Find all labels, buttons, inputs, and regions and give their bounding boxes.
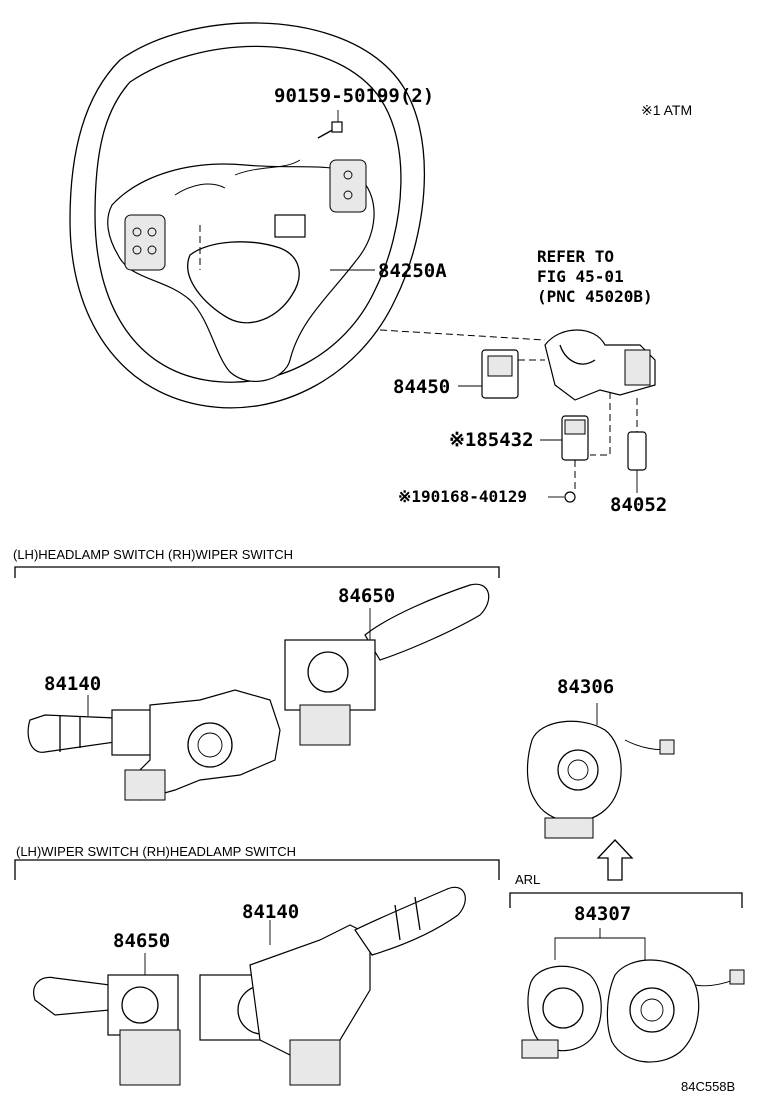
spiral-cable-84306-illustration xyxy=(526,703,675,839)
part-number-84052[interactable]: 84052 xyxy=(610,494,668,516)
leader-84307 xyxy=(554,928,646,960)
switch-85432-illustration xyxy=(540,392,611,490)
switch-84450-illustration xyxy=(458,349,545,399)
atm-note: ※1 ATM xyxy=(641,102,693,118)
lower-group-bracket xyxy=(14,859,500,880)
refer-line-1: REFER TO xyxy=(537,247,615,266)
part-number-84450[interactable]: 84450 xyxy=(393,376,451,398)
combination-switch-column xyxy=(544,329,656,401)
part-number-headlamp-lower[interactable]: 84140 xyxy=(242,901,300,923)
group-label-upper: (LH)HEADLAMP SWITCH (RH)WIPER SWITCH xyxy=(13,547,293,562)
figure-id: 84C558B xyxy=(681,1079,736,1094)
refer-line-3: (PNC 45020B) xyxy=(537,287,653,306)
headlamp-switch-upper-illustration xyxy=(27,689,281,801)
steering-wheel-illustration xyxy=(69,22,546,409)
refer-line-2: FIG 45-01 xyxy=(537,267,624,286)
switch-84052-illustration xyxy=(627,398,647,493)
wiper-switch-upper-illustration xyxy=(284,583,490,746)
part-number-screw[interactable]: 90159-50199(2) xyxy=(274,85,435,107)
part-number-wiper-upper[interactable]: 84650 xyxy=(338,585,396,607)
spiral-cable-84307-illustration xyxy=(521,959,745,1063)
part-number-steering-wheel[interactable]: 84250A xyxy=(378,260,447,282)
upper-group-bracket xyxy=(14,566,500,578)
up-arrow xyxy=(596,839,634,881)
part-number-wiper-lower[interactable]: 84650 xyxy=(113,930,171,952)
part-number-bolt[interactable]: ※190168-40129 xyxy=(398,487,527,506)
headlamp-switch-lower-illustration xyxy=(199,886,466,1086)
arl-bracket xyxy=(509,892,743,908)
part-number-85432[interactable]: ※185432 xyxy=(449,429,534,451)
bolt-illustration xyxy=(548,491,576,503)
refer-note: REFER TO FIG 45-01 (PNC 45020B) xyxy=(537,247,653,307)
part-number-84307[interactable]: 84307 xyxy=(574,903,632,925)
group-label-arl: ARL xyxy=(515,872,541,887)
screw-illustration xyxy=(317,110,343,139)
part-number-headlamp-upper[interactable]: 84140 xyxy=(44,673,102,695)
wiper-switch-lower-illustration xyxy=(33,953,181,1086)
part-number-84306[interactable]: 84306 xyxy=(557,676,615,698)
group-label-lower: (LH)WIPER SWITCH (RH)HEADLAMP SWITCH xyxy=(16,844,296,859)
